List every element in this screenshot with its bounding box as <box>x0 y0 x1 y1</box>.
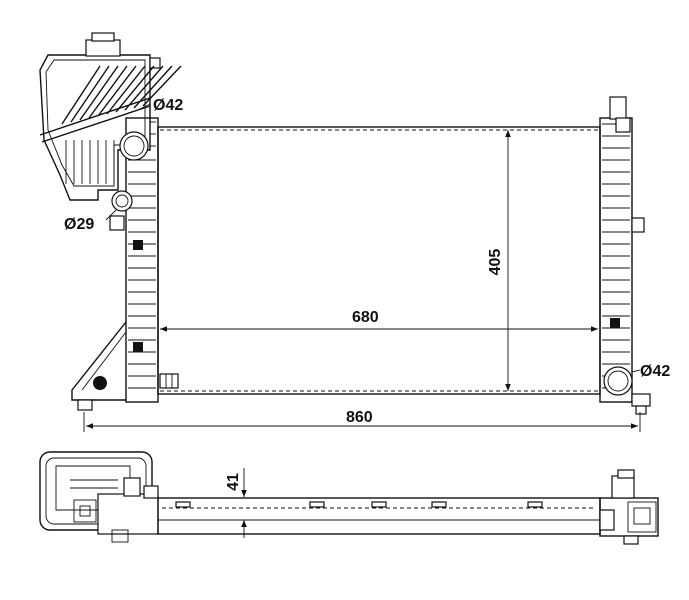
bottom-view: 41 <box>39 451 659 545</box>
core-height-label: 405 <box>487 249 504 276</box>
leader-small-port <box>105 209 117 221</box>
bottom-view-left-tank <box>39 451 159 543</box>
leader-outlet <box>631 369 641 373</box>
bottom-view-core <box>157 497 601 535</box>
inlet-diameter-label: Ø42 <box>153 97 183 114</box>
left-header-tank <box>125 117 159 403</box>
left-bracket <box>71 321 179 411</box>
inlet-port <box>119 131 149 161</box>
outlet-diameter-label: Ø42 <box>640 363 670 380</box>
small-port <box>109 190 133 231</box>
outlet-port <box>603 366 633 396</box>
core-depth-label: 41 <box>225 473 242 491</box>
small-port-diameter-label: Ø29 <box>64 216 94 233</box>
leader-inlet <box>137 103 151 111</box>
front-view: Ø42 Ø29 Ø42 680 405 860 <box>39 32 670 432</box>
right-header-tank <box>599 96 651 415</box>
expansion-tank <box>39 32 182 201</box>
overall-width-label: 860 <box>346 409 373 426</box>
radiator-core <box>157 126 601 395</box>
core-width-label: 680 <box>352 309 379 326</box>
dimension-overall-width <box>83 412 641 432</box>
bottom-view-right-tank <box>599 469 659 545</box>
